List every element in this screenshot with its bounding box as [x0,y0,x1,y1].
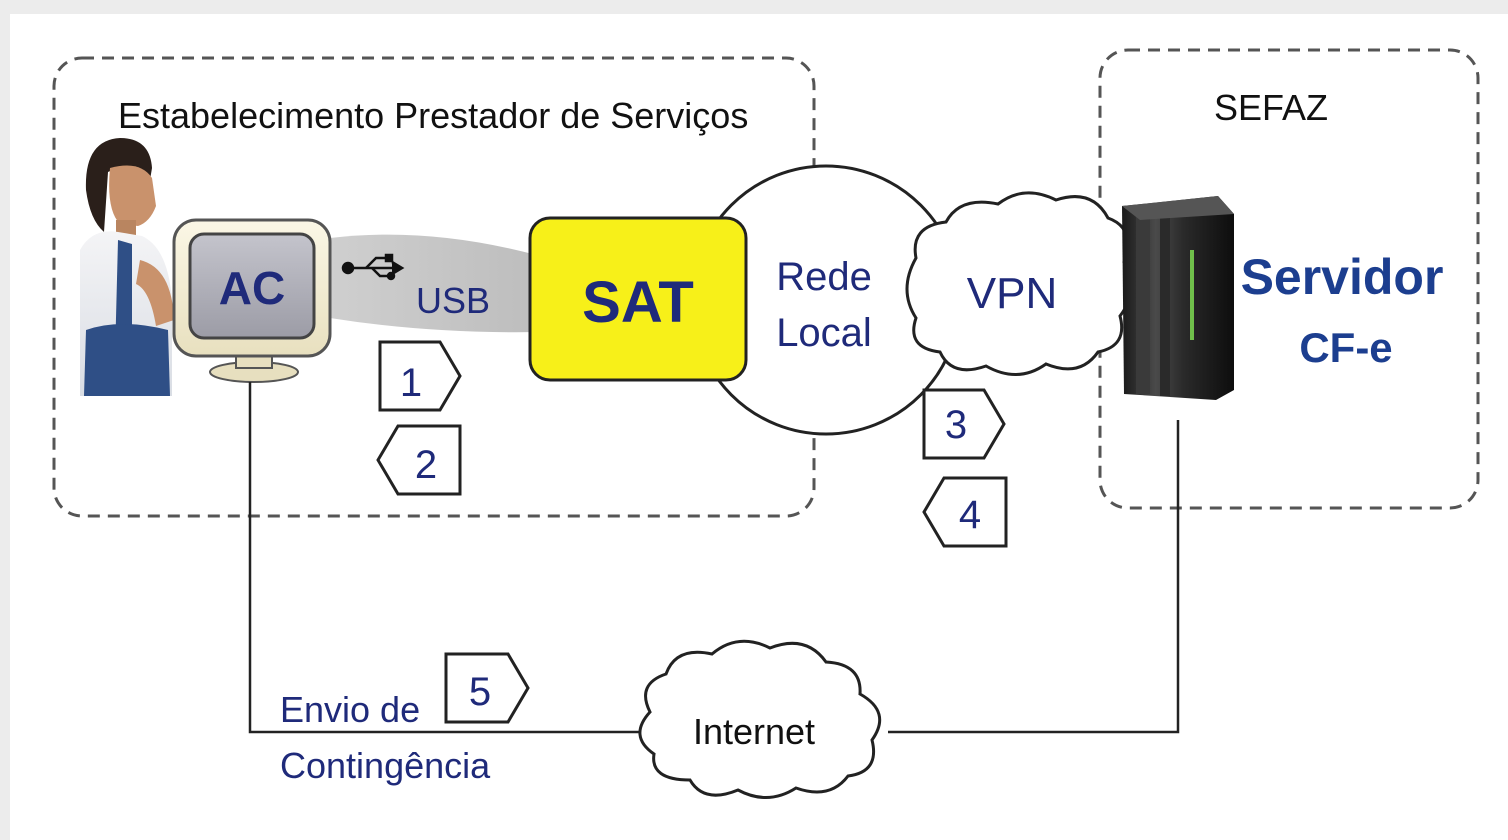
sat-device-box [528,216,748,382]
step-5-arrow [444,652,530,724]
ac-label: AC [219,262,285,314]
internet-label: Internet [693,711,815,752]
ac-computer-icon [172,218,332,383]
local-network-line1: Rede [776,255,872,299]
local-network-line2: Local [776,311,872,355]
step-4-label: 4 [959,493,981,537]
sefaz-boundary [1098,48,1480,510]
contingency-line1: Envio de [280,689,420,730]
vpn-label: VPN [967,269,1057,318]
step-3-arrow [922,388,1006,460]
contingency-line-left [248,382,640,734]
contingency-line-right [888,420,1180,734]
usb-symbol-icon [341,253,405,281]
internet-cloud-icon [638,639,882,800]
sat-label: SAT [582,270,694,335]
operator-person-image [78,138,176,396]
sefaz-label: SEFAZ [1214,87,1328,128]
step-5-label: 5 [469,670,491,714]
step-3-label: 3 [945,403,967,447]
server-icon [1122,196,1234,400]
establishment-label: Estabelecimento Prestador de Serviços [118,95,748,136]
step-2-label: 2 [415,443,437,487]
server-line1: Servidor [1241,249,1444,305]
vpn-cloud-icon [905,191,1133,376]
step-2-arrow [376,424,462,496]
step-1-label: 1 [400,361,422,405]
server-line2: CF-e [1299,324,1392,371]
step-1-arrow [378,340,462,412]
usb-label: USB [416,280,490,321]
step-4-arrow [922,476,1008,548]
contingency-line2: Contingência [280,745,491,786]
